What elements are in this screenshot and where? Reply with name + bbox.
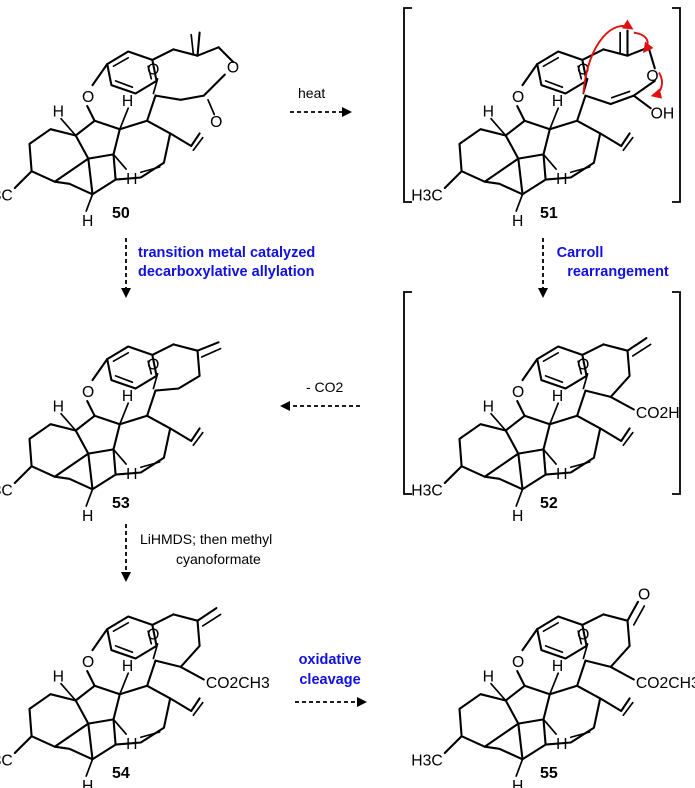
label-53: 53 <box>112 495 130 512</box>
h-atom: H <box>53 399 64 416</box>
condition-lihmds-2: cyanoformate <box>176 551 261 567</box>
ketone-o: O <box>147 357 159 374</box>
carboxylic-acid: CO2H <box>636 405 680 422</box>
h-atom: H <box>483 399 494 416</box>
h-atom: H <box>126 171 137 188</box>
condition-oxid-1: oxidative <box>299 652 362 668</box>
ketone-o: O <box>577 357 589 374</box>
condition-decarb-1: transition metal catalyzed <box>138 245 315 261</box>
compound-55: O O CO2CH3 O H H H H H3C <box>411 587 695 788</box>
curved-arrow <box>633 31 654 54</box>
h-atom: H <box>552 388 563 405</box>
h-atom: H <box>126 736 137 753</box>
ether-o: O <box>512 654 524 671</box>
hydroxyl: OH <box>651 106 675 123</box>
h-atom: H <box>483 104 494 121</box>
methyl-group: H3C <box>0 483 13 500</box>
methyl-ester: CO2CH3 <box>636 675 695 692</box>
h-atom: H <box>483 669 494 686</box>
label-54: 54 <box>112 765 130 782</box>
condition-decarb-2: decarboxylative allylation <box>138 264 315 280</box>
condition-heat: heat <box>298 85 325 101</box>
compound-54: O CO2CH3 O H H H H H3C <box>0 607 270 788</box>
ether-o: O <box>82 654 94 671</box>
ether-o: O <box>512 384 524 401</box>
h-atom: H <box>512 213 523 230</box>
h-atom: H <box>53 104 64 121</box>
label-51: 51 <box>540 205 558 222</box>
condition-minus-co2: - CO2 <box>306 379 344 395</box>
h-atom: H <box>82 213 93 230</box>
ether-o: O <box>82 89 94 106</box>
label-55: 55 <box>540 765 558 782</box>
h-atom: H <box>122 658 133 675</box>
methyl-group: H3C <box>411 753 442 770</box>
h-atom: H <box>512 778 523 788</box>
methyl-group: H3C <box>0 188 13 205</box>
ketone-o: O <box>147 62 159 79</box>
h-atom: H <box>53 669 64 686</box>
ketone-o-top: O <box>638 587 650 604</box>
h-atom: H <box>82 508 93 525</box>
compound-51: O O OH O H H H H H3C <box>411 19 675 230</box>
carbonyl-o: O <box>210 114 222 131</box>
condition-carroll-1: Carroll <box>557 245 604 261</box>
compound-50: O O O O H H H H H3C <box>0 31 239 230</box>
ketone-o: O <box>577 627 589 644</box>
compound-53: O O H H H H H3C <box>0 341 222 525</box>
h-atom: H <box>512 508 523 525</box>
bracket-right <box>672 291 681 495</box>
condition-oxid-2: cleavage <box>299 672 360 688</box>
h-atom: H <box>556 736 567 753</box>
h-atom: H <box>82 778 93 788</box>
h-atom: H <box>122 93 133 110</box>
compound-52: O CO2H O H H H H H3C <box>411 337 680 525</box>
bracket-left <box>403 7 412 203</box>
enol-o: O <box>646 68 658 85</box>
h-atom: H <box>552 658 563 675</box>
h-atom: H <box>556 171 567 188</box>
ester-o: O <box>227 59 239 76</box>
methyl-group: H3C <box>411 188 442 205</box>
bracket-left <box>403 291 412 495</box>
ketone-o: O <box>147 627 159 644</box>
h-atom: H <box>126 466 137 483</box>
ether-o: O <box>512 89 524 106</box>
h-atom: H <box>556 466 567 483</box>
label-52: 52 <box>540 495 558 512</box>
h-atom: H <box>552 93 563 110</box>
condition-carroll-2: rearrangement <box>567 264 669 280</box>
methyl-group: H3C <box>411 483 442 500</box>
methyl-group: H3C <box>0 753 13 770</box>
methyl-ester: CO2CH3 <box>206 675 270 692</box>
label-50: 50 <box>112 205 130 222</box>
condition-lihmds-1: LiHMDS; then methyl <box>140 531 272 547</box>
bracket-right <box>672 7 681 203</box>
h-atom: H <box>122 388 133 405</box>
ether-o: O <box>82 384 94 401</box>
curved-arrow <box>582 19 634 94</box>
curved-arrow <box>650 72 663 99</box>
